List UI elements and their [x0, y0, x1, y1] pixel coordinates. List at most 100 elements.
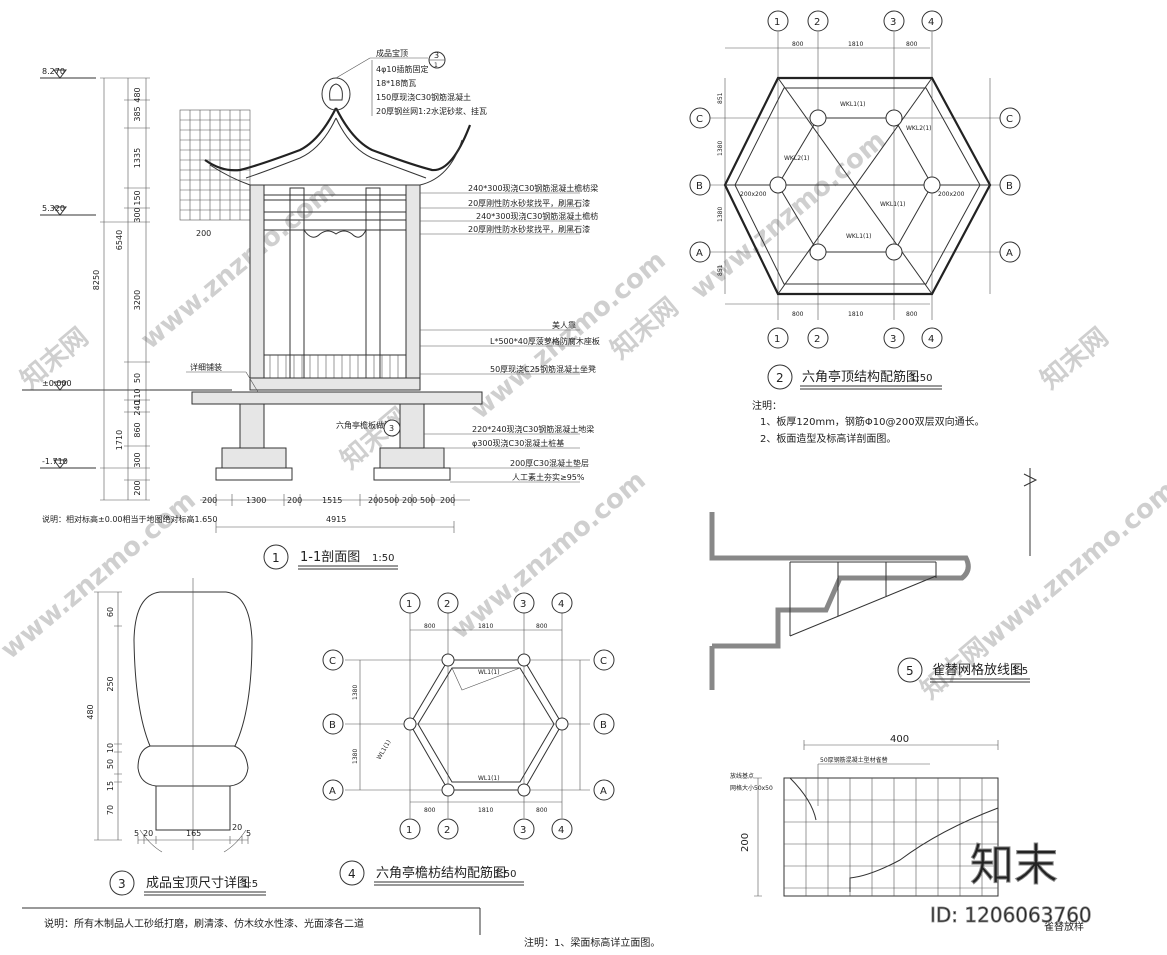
dim-6540: 6540: [115, 230, 124, 250]
section-5-title-block: 5 雀替网格放线图 1:5: [897, 657, 1030, 683]
s2-bot-dim-3: 800: [906, 311, 918, 318]
general-note-box: 说明：所有木制品人工砂纸打磨，刷清漆、仿木纹水性漆、光面漆各二道: [22, 907, 481, 935]
general-note: 说明：所有木制品人工砂纸打磨，刷清漆、仿木纹水性漆、光面漆各二道: [44, 917, 364, 930]
s4-beam-2: WL1(1): [376, 739, 393, 761]
s2-axis-bubbles: 1 2 3 4 1 2 3 4 C B A C B A: [689, 10, 1021, 349]
section-4-title: 六角亭檐枋结构配筋图: [376, 865, 506, 881]
vertical-dimension-chain: 480 385 1335 150 300 3200 50 110 240 860…: [92, 77, 150, 501]
beam-note: 注明：1、梁面标高详立面图。: [524, 936, 660, 949]
pavilion-structure: [191, 184, 483, 481]
s4-axis-top-4: 4: [558, 599, 564, 610]
s2-axis-bot-4: 4: [928, 334, 934, 345]
s2-axis-bot-2: 2: [814, 334, 820, 345]
section-3-scale: 1:5: [242, 879, 258, 890]
s4-top-dim-1: 800: [424, 623, 436, 630]
dim-110: 110: [133, 388, 142, 403]
section-2-number: 2: [776, 371, 784, 385]
section-1-cross-section: 8.270 5.320 ±0.000 -1.710: [22, 48, 600, 570]
brand-logo-text: 知末: [970, 840, 1058, 891]
callout-pile: φ300现浇C30混凝土桩基: [472, 438, 564, 448]
s2-top-dim-2: 1810: [848, 41, 863, 48]
s3-dim-60: 60: [106, 607, 115, 617]
watermark-url: www.znzmo.com: [135, 175, 341, 355]
s4-top-dim-3: 800: [536, 623, 548, 630]
s3-dim-15: 15: [106, 781, 115, 791]
s2-axis-top-3: 3: [890, 17, 896, 28]
s2-side-dim-1: 851: [717, 92, 724, 104]
dim-240: 240: [133, 400, 142, 415]
dim-1710: 1710: [115, 430, 124, 450]
dim-150: 150: [133, 190, 142, 205]
s4-axis-right-c: C: [600, 656, 607, 667]
callout-text-group: 成品宝顶 4φ10插筋固定 18*18筒瓦 150厚现浇C30钢筋混凝土 20厚…: [186, 48, 600, 483]
finial-circle: [321, 77, 351, 111]
grid-top-dim: 400: [890, 734, 909, 745]
callout-bench: 50厚现浇C25钢筋混凝土坐凳: [490, 364, 596, 374]
dim-1335: 1335: [133, 148, 142, 168]
bdim-200b: 200: [287, 496, 302, 505]
callout-mortar: 20厚钢丝网1:2水泥砂浆、挂瓦: [376, 106, 487, 116]
section-2-title-block: 2 六角亭顶结构配筋图 1:50: [767, 364, 942, 390]
s2-beam-6: 200x200: [938, 191, 965, 198]
bdim-200e: 200: [440, 496, 455, 505]
section-3-title-block: 3 成品宝顶尺寸详图 1:5: [109, 870, 266, 896]
callout-mark-sub: 1: [434, 62, 438, 69]
s2-axis-left-c: C: [696, 114, 703, 125]
s4-axis-top-3: 3: [520, 599, 526, 610]
bdim-total: 4915: [326, 515, 346, 524]
s2-axis-bot-3: 3: [890, 334, 896, 345]
s2-top-dim-1: 800: [792, 41, 804, 48]
s4-axis-right-a: A: [600, 786, 607, 797]
callout-rebar-fix: 4φ10插筋固定: [376, 64, 429, 74]
callout-bench-seat: L*500*40厚菠萝格防腐木座板: [490, 336, 600, 346]
watermark-url: www.znzmo.com: [975, 475, 1167, 655]
callout-finish-1: 20厚刚性防水砂浆找平，刷黑石漆: [468, 198, 590, 208]
section-6-bracket-grid: 400 200 放线基点 网格大小50x50 50厚钢筋混凝土型材雀替 雀替放样: [730, 734, 1084, 933]
grid-partial-title: 雀替放样: [1044, 920, 1084, 933]
bdim-1300: 1300: [246, 496, 266, 505]
s2-axis-right-b: B: [1006, 181, 1013, 192]
s4-axis-top-1: 1: [406, 599, 412, 610]
dim-300: 300: [133, 207, 142, 222]
s2-beam-2: WKL2(1): [784, 155, 810, 162]
bdim-500b: 500: [420, 496, 435, 505]
s3-dim-480: 480: [86, 704, 95, 719]
section-1-note: 说明：相对标高±0.00相当于地图绝对标高1.650: [42, 514, 217, 524]
s4-axis-left-a: A: [329, 786, 336, 797]
section-4-lintel-plan: 800 1810 800 800 1810 800 1380 1380 WL1(…: [322, 592, 615, 886]
s3-vertical-dims: 60 250 10 50 15 70 480: [86, 591, 122, 841]
s4-side-dim-2: 1380: [352, 749, 359, 764]
elevation-eave: 5.320: [42, 204, 65, 213]
watermark-brand-repeat: 知末网: [1035, 322, 1114, 395]
callout-mark-number: 3: [434, 51, 439, 60]
section-2-title: 六角亭顶结构配筋图: [802, 369, 919, 385]
left-label-paving: 详细铺装: [190, 362, 222, 372]
grid-label-base: 放线基点: [730, 772, 754, 780]
s4-axis-bot-3: 3: [520, 825, 526, 836]
watermark-url: www.znzmo.com: [0, 485, 202, 665]
callout-ground-beam: 220*240现浇C30钢筋混凝土地梁: [472, 424, 594, 434]
s3-dim-70: 70: [106, 805, 115, 815]
s2-top-dim-3: 800: [906, 41, 918, 48]
elevation-marks: 8.270 5.320 ±0.000 -1.710: [22, 67, 232, 469]
s2-axis-right-c: C: [1006, 114, 1013, 125]
bdim-1515: 1515: [322, 496, 342, 505]
s2-axis-top-1: 1: [774, 17, 780, 28]
s2-axis-top-2: 2: [814, 17, 820, 28]
s3-bdim-5a: 5: [134, 829, 139, 838]
elevation-zero: ±0.000: [42, 379, 72, 388]
callout-cushion: 200厚C30混凝土垫层: [510, 458, 589, 468]
brand-stamp: 知末 ID: 1206063760: [930, 840, 1092, 928]
s4-bot-dim-2: 1810: [478, 807, 493, 814]
bdim-500a: 500: [384, 496, 399, 505]
section-2-scale: 1:50: [910, 373, 932, 384]
section-4-scale: 1:50: [494, 869, 516, 880]
s2-axis-top-4: 4: [928, 17, 934, 28]
section-3-finial-detail: 60 250 10 50 15 70 480 5 20 165 20 5 3 成…: [86, 578, 266, 896]
bdim-200c: 200: [368, 496, 383, 505]
s3-dim-50: 50: [106, 759, 115, 769]
bdim-200d: 200: [402, 496, 417, 505]
s4-axis-bot-4: 4: [558, 825, 564, 836]
s4-beam-3: WL1(1): [478, 775, 500, 782]
section-5-title: 雀替网格放线图: [932, 662, 1023, 678]
